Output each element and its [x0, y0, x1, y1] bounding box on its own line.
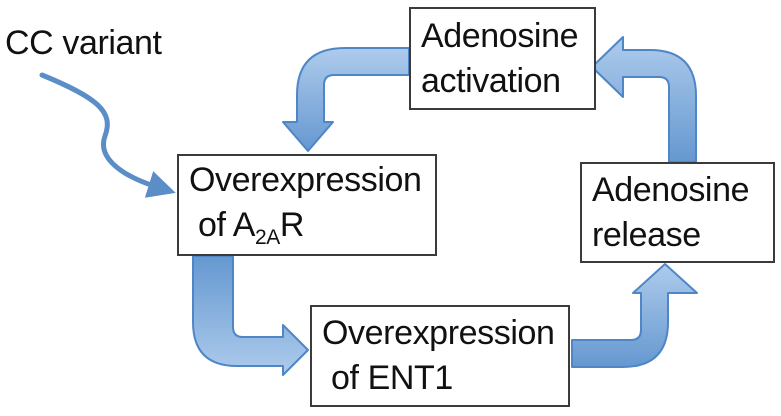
node-line: of ENT1 — [331, 359, 453, 397]
node-line: activation — [421, 61, 561, 100]
a2ar-text-post: R — [279, 206, 305, 244]
arrow-release-to-activation — [591, 36, 697, 163]
node-overexpression-ent1: Overexpression of ENT1 — [310, 305, 570, 407]
arrow-cc-variant-to-a2ar — [39, 72, 176, 198]
node-overexpression-a2ar: Overexpression of A2AR — [177, 154, 437, 256]
arrow-a2ar-to-ent1 — [192, 255, 309, 376]
node-line: Adenosine — [421, 16, 579, 55]
node-line: release — [592, 215, 701, 254]
arrow-ent1-to-release — [571, 263, 698, 368]
node-line: of A2AR — [189, 203, 435, 252]
cc-variant-label: CC variant — [5, 24, 162, 62]
node-line: Overexpression — [189, 161, 422, 199]
node-line: Adenosine — [592, 170, 750, 209]
a2ar-subscript: 2A — [255, 226, 280, 249]
node-line: Overexpression — [322, 314, 555, 352]
node-adenosine-activation: Adenosine activation — [409, 7, 596, 110]
a2ar-text-pre: of A — [198, 206, 256, 244]
arrow-activation-to-a2ar — [282, 47, 410, 152]
node-adenosine-release: Adenosine release — [580, 162, 775, 263]
